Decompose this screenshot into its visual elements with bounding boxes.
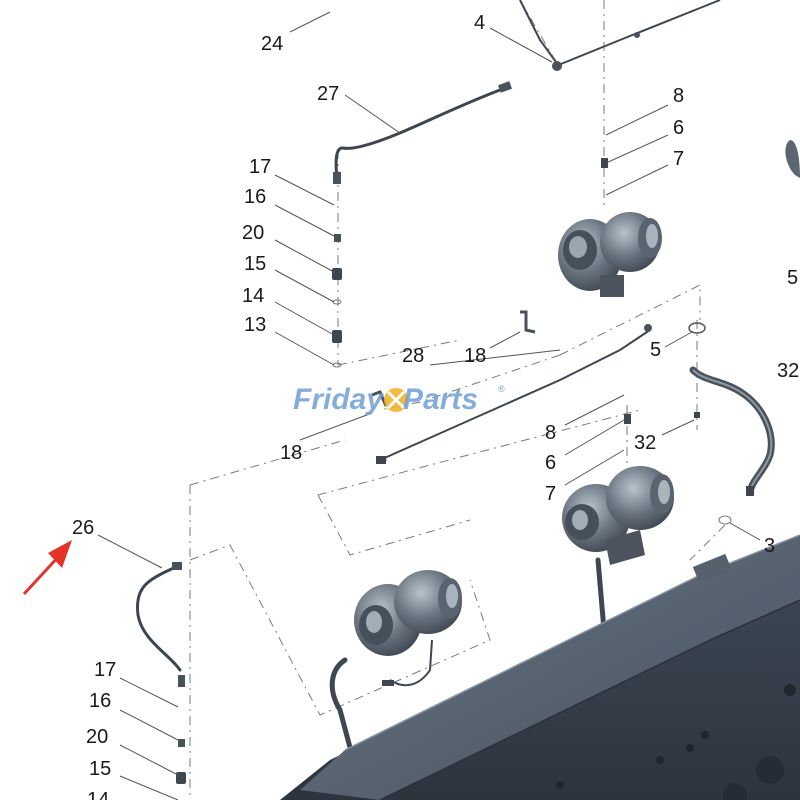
oil-line-27 bbox=[333, 81, 513, 184]
watermark-logo: Friday Parts ® bbox=[293, 383, 505, 416]
oil-line-26 bbox=[135, 562, 182, 672]
callout-28: 28 bbox=[402, 345, 424, 367]
oil-line-upper bbox=[519, 0, 721, 71]
callout-15-upper: 15 bbox=[244, 253, 266, 275]
highlight-arrow-icon bbox=[22, 540, 72, 596]
partial-turbo-edge bbox=[785, 140, 800, 178]
callout-20-upper: 20 bbox=[242, 222, 264, 244]
callout-13-upper: 13 bbox=[244, 314, 266, 336]
oil-drain-line bbox=[688, 322, 775, 525]
callout-14-upper: 14 bbox=[242, 285, 264, 307]
callout-8-lower: 8 bbox=[545, 422, 556, 444]
callout-20-lower: 20 bbox=[86, 726, 108, 748]
callout-16-upper: 16 bbox=[244, 186, 266, 208]
callout-26: 26 bbox=[72, 517, 94, 539]
callout-32-middle: 32 bbox=[634, 432, 656, 454]
callout-17-upper: 17 bbox=[249, 156, 271, 178]
callout-18-upper: 18 bbox=[464, 345, 486, 367]
callout-15-lower: 15 bbox=[89, 758, 111, 780]
callout-16-lower: 16 bbox=[89, 690, 111, 712]
fitting-stack-lower bbox=[176, 675, 186, 784]
callout-5-right-edge: 5 bbox=[787, 267, 798, 289]
turbocharger-middle bbox=[562, 466, 674, 640]
callout-18-lower: 18 bbox=[280, 442, 302, 464]
turbocharger-lower bbox=[329, 570, 462, 758]
callout-4: 4 bbox=[474, 12, 485, 34]
callout-3: 3 bbox=[764, 535, 775, 557]
callout-5-middle: 5 bbox=[650, 339, 661, 361]
callout-7-lower: 7 bbox=[545, 483, 556, 505]
watermark-registered-mark: ® bbox=[498, 384, 505, 394]
callout-6-lower: 6 bbox=[545, 452, 556, 474]
callout-8-upper: 8 bbox=[673, 85, 684, 107]
callout-labels: 24 4 27 8 6 7 17 16 20 15 14 13 5 28 18 … bbox=[72, 12, 799, 800]
assembly-lines bbox=[189, 0, 726, 800]
leader-lines bbox=[97, 11, 761, 800]
callout-32-right-edge: 32 bbox=[777, 360, 799, 382]
callout-7-upper: 7 bbox=[673, 148, 684, 170]
engine-block bbox=[280, 534, 800, 800]
callout-24: 24 bbox=[261, 33, 283, 55]
fitting-6-lower bbox=[624, 414, 631, 424]
callout-14-lower: 14 bbox=[87, 789, 109, 800]
callout-17-lower: 17 bbox=[94, 659, 116, 681]
callout-6-upper: 6 bbox=[673, 117, 684, 139]
watermark-brand-left: Friday bbox=[293, 383, 384, 416]
turbocharger-top bbox=[558, 212, 662, 297]
fitting-6-upper bbox=[601, 158, 608, 168]
watermark-wrench-icon bbox=[384, 388, 408, 412]
callout-27: 27 bbox=[317, 83, 339, 105]
oil-line-28 bbox=[371, 310, 652, 464]
fitting-stack-upper bbox=[332, 234, 342, 368]
watermark-brand-right: Parts bbox=[403, 383, 478, 416]
